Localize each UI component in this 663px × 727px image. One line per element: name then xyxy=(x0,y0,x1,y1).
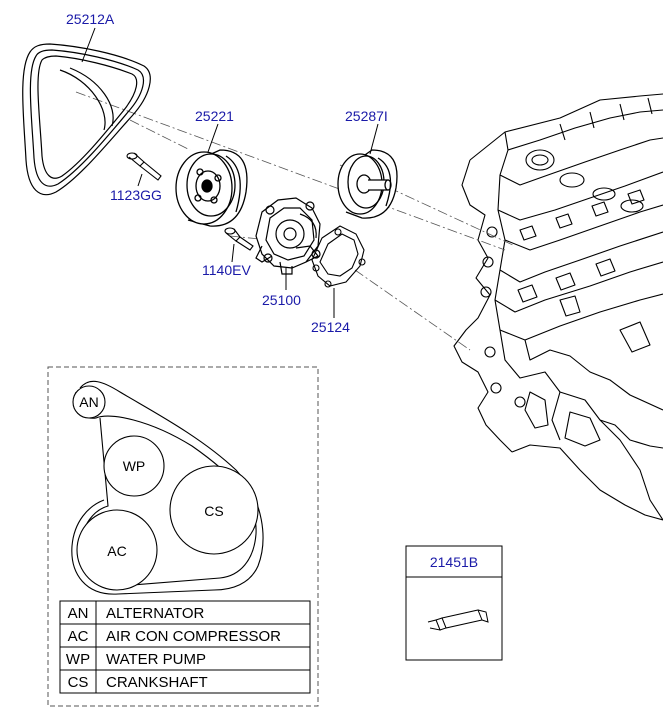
bolt-1123gg-drawing xyxy=(126,152,162,181)
routing-cs: CS xyxy=(204,503,223,519)
idler-pulley-drawing xyxy=(175,149,248,227)
sealant-tube-icon xyxy=(427,609,489,631)
legend-name-cs: CRANKSHAFT xyxy=(106,674,208,691)
legend-code-ac: AC xyxy=(68,628,89,645)
label-tensioner[interactable]: 25287I xyxy=(345,108,388,124)
legend-table xyxy=(59,600,311,694)
label-sealant[interactable]: 21451B xyxy=(430,554,478,570)
label-water-pump[interactable]: 25100 xyxy=(262,292,301,308)
bolt-1140ev-drawing xyxy=(224,227,254,251)
engine-block xyxy=(453,93,663,521)
belt-routing-inset: AN WP CS AC AN ALTERNATOR AC AIR CON COM… xyxy=(47,366,319,707)
label-idler-pulley[interactable]: 25221 xyxy=(195,108,234,124)
routing-an: AN xyxy=(79,394,98,410)
label-belt[interactable]: 25212A xyxy=(66,11,115,27)
legend-code-an: AN xyxy=(68,605,89,622)
water-pump-drawing xyxy=(255,197,321,275)
routing-ac: AC xyxy=(107,543,126,559)
tensioner-pulley-drawing xyxy=(337,149,398,219)
drive-belt-drawing xyxy=(22,43,151,196)
legend-code-wp: WP xyxy=(66,651,90,668)
leader-lines xyxy=(81,27,379,318)
legend-name-an: ALTERNATOR xyxy=(106,605,205,622)
gasket-drawing xyxy=(311,225,366,288)
label-bolt-upper[interactable]: 1123GG xyxy=(110,187,162,203)
routing-wp: WP xyxy=(123,458,146,474)
label-gasket[interactable]: 25124 xyxy=(311,319,350,335)
legend-code-cs: CS xyxy=(68,674,89,691)
sealant-box: 21451B xyxy=(405,545,503,661)
label-bolt-lower[interactable]: 1140EV xyxy=(202,262,251,278)
legend-name-ac: AIR CON COMPRESSOR xyxy=(106,628,281,645)
legend-name-wp: WATER PUMP xyxy=(106,651,206,668)
